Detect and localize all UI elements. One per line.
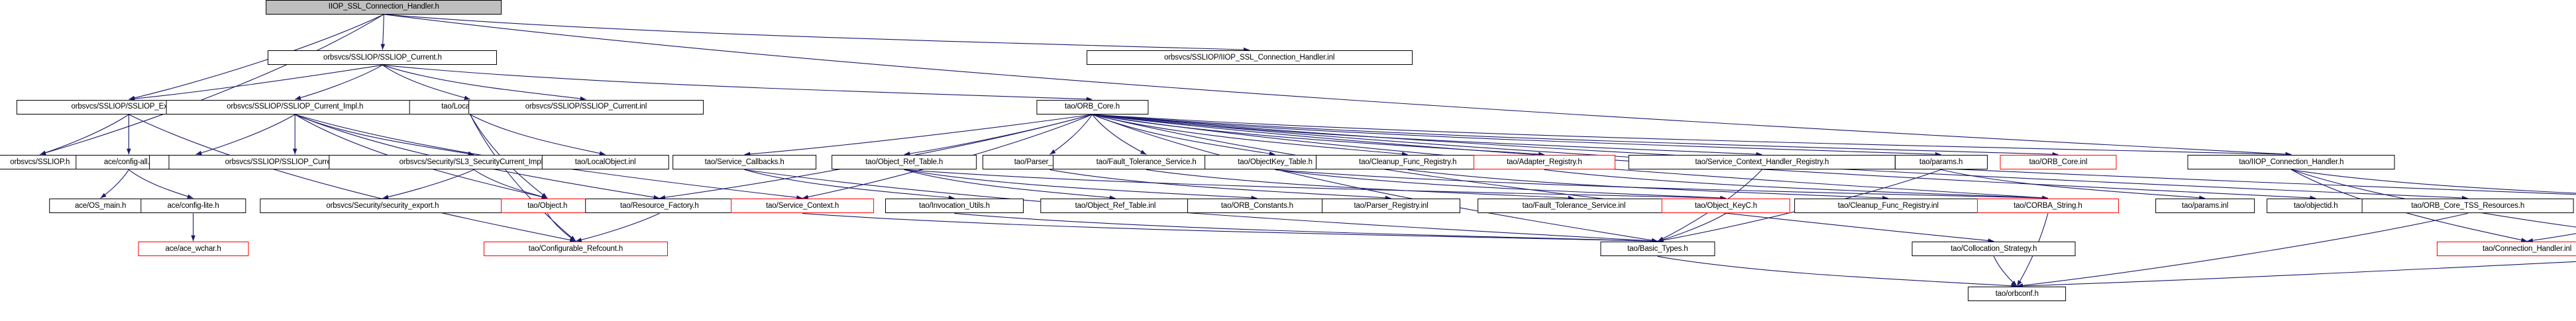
graph-edge (1049, 169, 1391, 201)
graph-node[interactable]: tao/Service_Context_Handler_Registry.h (1629, 155, 1896, 170)
graph-edge (129, 169, 193, 199)
graph-edge (1275, 169, 2049, 201)
graph-node[interactable]: IIOP_SSL_Connection_Handler.h (266, 0, 502, 15)
graph-node[interactable]: orbsvcs/SSLIOP/IIOP_SSL_Connection_Handl… (1086, 50, 1413, 66)
graph-edge (470, 114, 576, 242)
graph-node[interactable]: tao/ORB_Constants.h (1187, 199, 1327, 214)
graph-node[interactable]: tao/orbconf.h (1968, 287, 2066, 302)
graph-edge (382, 64, 470, 100)
graph-edge (382, 169, 474, 199)
graph-edge (547, 213, 576, 242)
graph-node[interactable]: tao/Resource_Factory.h (585, 199, 734, 214)
graph-edge (40, 114, 129, 155)
graph-edge (2291, 169, 2576, 194)
graph-edge (294, 114, 474, 156)
graph-node[interactable]: tao/Object_Ref_Table.inl (1040, 199, 1191, 214)
graph-edge (575, 212, 660, 242)
graph-node[interactable]: tao/Configurable_Refcount.h (483, 242, 668, 257)
graph-node[interactable]: tao/params.inl (2155, 199, 2255, 214)
graph-edge (1146, 169, 1574, 201)
graph-node[interactable]: tao/Service_Context.h (731, 199, 874, 214)
graph-edge (2017, 261, 2576, 289)
graph-edge (40, 14, 384, 156)
graph-edge (295, 64, 383, 100)
graph-node[interactable]: tao/Object_KeyC.h (1661, 199, 1791, 214)
graph-edge (1657, 212, 1727, 242)
graph-edge (904, 169, 1116, 200)
graph-node[interactable]: ace/ace_wchar.h (138, 242, 249, 257)
graph-edge (1092, 114, 1147, 155)
graph-node[interactable]: tao/Fault_Tolerance_Service.inl (1477, 199, 1671, 214)
graph-node[interactable]: tao/Fault_Tolerance_Service.h (1053, 155, 1240, 170)
graph-edge (1092, 114, 2059, 157)
graph-node[interactable]: tao/ORB_Core.inl (2000, 155, 2117, 170)
graph-edge (1092, 114, 1658, 243)
graph-node[interactable]: ace/config-lite.h (140, 199, 246, 214)
graph-node[interactable]: orbsvcs/SSLIOP/SSLIOP_Current_Impl.h (166, 99, 424, 115)
graph-node[interactable]: tao/Object.h (501, 199, 594, 214)
graph-edge (2017, 212, 2468, 288)
graph-edge (470, 114, 606, 156)
graph-node[interactable]: tao/Collocation_Strategy.h (1911, 242, 2076, 257)
graph-edge (802, 212, 1658, 244)
graph-edge (1544, 169, 2049, 201)
graph-edge (1993, 256, 2017, 287)
graph-node[interactable]: tao/LocalObject.inl (541, 155, 669, 170)
graph-edge (195, 114, 295, 156)
graph-edge (129, 114, 576, 242)
graph-node[interactable]: ace/OS_main.h (48, 199, 152, 214)
graph-node[interactable]: tao/Cleanup_Func_Registry.inl (1794, 199, 1982, 214)
graph-node[interactable]: tao/ORB_Core.h (1036, 99, 1149, 115)
graph-node[interactable]: tao/IIOP_Connection_Handler.h (2187, 155, 2395, 170)
graph-edge (1092, 114, 1994, 243)
graph-node[interactable]: tao/params.h (1894, 155, 1988, 170)
graph-edge (1092, 114, 2292, 157)
graph-edge (1941, 169, 2206, 201)
graph-node[interactable]: tao/ORB_Core_TSS_Resources.h (2361, 199, 2575, 214)
graph-edge (382, 64, 1093, 101)
graph-edge (380, 14, 386, 50)
graph-edge (1407, 169, 1888, 201)
graph-edge (954, 212, 1658, 244)
graph-edge (1092, 114, 1941, 157)
graph-node[interactable]: tao/CORBA_String.h (1977, 199, 2119, 214)
graph-edge (100, 169, 129, 199)
graph-edge (2527, 233, 2576, 243)
graph-node[interactable]: tao/Adapter_Registry.h (1473, 155, 1615, 170)
graph-edge (1092, 114, 1408, 156)
graph-node[interactable]: orbsvcs/SSLIOP/SSLIOP_Current.h (268, 50, 498, 66)
graph-edge (384, 14, 2292, 157)
graph-edge (904, 169, 1258, 201)
graph-edge (1657, 255, 2017, 289)
graph-node[interactable]: orbsvcs/Security/security_export.h (260, 199, 506, 214)
graph-edge (1092, 114, 1544, 157)
graph-edge (382, 64, 586, 101)
graph-edge (129, 64, 383, 101)
graph-edge (1092, 114, 1275, 156)
graph-node[interactable]: tao/Cleanup_Func_Registry.h (1315, 155, 1500, 170)
graph-node[interactable]: tao/Parser_Registry.inl (1321, 199, 1461, 214)
graph-node[interactable]: tao/Object_Ref_Table.h (831, 155, 977, 170)
graph-node[interactable]: tao/Basic_Types.h (1600, 242, 1715, 257)
graph-edge (384, 14, 1250, 52)
graph-node[interactable]: orbsvcs/SSLIOP/SSLIOP_Current.inl (468, 99, 704, 115)
graph-edge (904, 114, 1093, 156)
graph-edge (744, 169, 955, 200)
graph-node[interactable]: tao/objectid.h (2267, 199, 2365, 214)
graph-edge (1275, 169, 1727, 201)
graph-node[interactable]: tao/Invocation_Utils.h (885, 199, 1024, 214)
graph-edge (1049, 114, 1093, 155)
graph-node[interactable]: tao/Connection_Handler.inl (2437, 242, 2576, 257)
graph-edge (1092, 114, 1762, 157)
graph-edge (474, 169, 548, 199)
graph-edge (904, 169, 1727, 201)
graph-edge (744, 114, 1093, 156)
graph-node[interactable]: tao/Service_Callbacks.h (672, 155, 817, 170)
